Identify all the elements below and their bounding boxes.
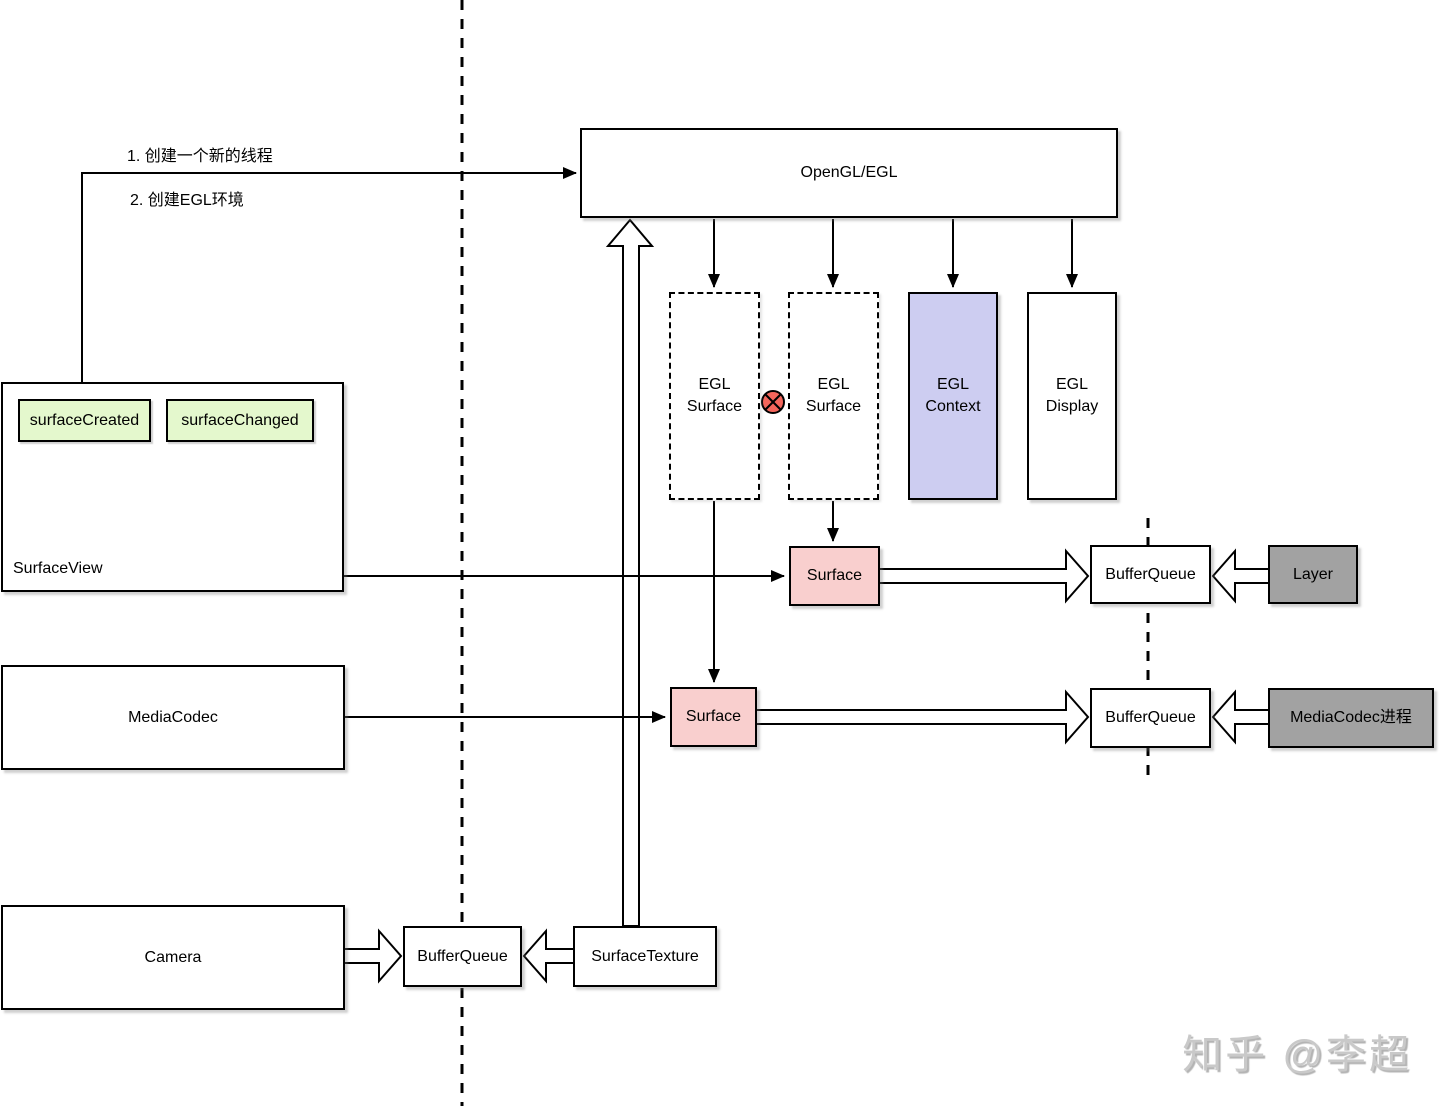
node-surfaceview: surfaceCreated surfaceChanged SurfaceVie… xyxy=(1,382,344,592)
node-surface-top-label: Surface xyxy=(806,567,863,585)
watermark: 知乎 @李超 xyxy=(1182,1033,1412,1077)
node-surface-mid: Surface xyxy=(670,687,757,747)
node-mediacodec: MediaCodec xyxy=(1,665,345,770)
node-surface-top: Surface xyxy=(789,546,880,606)
arrow-surfaceview-to-opengl xyxy=(81,167,577,397)
node-surfacechanged-label: surfaceChanged xyxy=(181,411,299,429)
node-surfacecreated: surfaceCreated xyxy=(18,399,151,442)
hollow-arrow-surfacetexture-to-opengl xyxy=(605,218,655,927)
node-surfacetexture-label: SurfaceTexture xyxy=(591,947,699,965)
hollow-arrow-surface-to-bufferqueue-top xyxy=(877,548,1090,604)
hollow-arrow-surfacetexture-to-bufferqueue-bottom xyxy=(522,928,576,984)
node-bufferqueue-mid: BufferQueue xyxy=(1090,688,1211,748)
node-bufferqueue-bottom-label: BufferQueue xyxy=(417,947,508,965)
node-egl-surface-right-label: EGL Surface xyxy=(805,376,862,415)
node-opengl-egl: OpenGL/EGL xyxy=(580,128,1118,218)
node-camera-label: Camera xyxy=(144,948,202,966)
node-layer-label: Layer xyxy=(1292,565,1334,583)
node-egl-context-label: EGL Context xyxy=(925,376,981,415)
node-mediacodec-label: MediaCodec xyxy=(128,708,218,726)
node-bufferqueue-mid-label: BufferQueue xyxy=(1105,709,1196,727)
node-mediacodec-process-label: MediaCodec进程 xyxy=(1290,709,1412,727)
node-bufferqueue-bottom: BufferQueue xyxy=(403,926,522,987)
annotation-step2: 2. 创建EGL环境 xyxy=(130,192,244,209)
hollow-arrow-layer-to-bufferqueue-top xyxy=(1211,548,1271,604)
node-egl-display-label: EGL Display xyxy=(1045,376,1099,415)
node-surfacechanged: surfaceChanged xyxy=(166,399,314,442)
node-bufferqueue-top-label: BufferQueue xyxy=(1105,565,1196,583)
node-surfacetexture: SurfaceTexture xyxy=(573,926,717,987)
node-egl-surface-left: EGL Surface xyxy=(669,292,760,500)
crossed-circle-icon xyxy=(761,390,785,414)
annotation-step1: 1. 创建一个新的线程 xyxy=(127,148,273,165)
hollow-arrow-camera-to-bufferqueue-bottom xyxy=(342,928,403,984)
node-layer: Layer xyxy=(1268,545,1358,604)
node-egl-display: EGL Display xyxy=(1027,292,1117,500)
node-egl-context: EGL Context xyxy=(908,292,998,500)
node-egl-surface-left-label: EGL Surface xyxy=(686,376,743,415)
node-surfacecreated-label: surfaceCreated xyxy=(29,411,140,429)
node-surface-mid-label: Surface xyxy=(685,708,742,726)
hollow-arrow-surface-to-bufferqueue-mid xyxy=(754,689,1090,745)
node-surfaceview-label: SurfaceView xyxy=(13,560,103,578)
node-opengl-egl-label: OpenGL/EGL xyxy=(800,164,898,182)
node-bufferqueue-top: BufferQueue xyxy=(1090,545,1211,604)
node-camera: Camera xyxy=(1,905,345,1010)
node-mediacodec-process: MediaCodec进程 xyxy=(1268,688,1434,748)
node-egl-surface-right: EGL Surface xyxy=(788,292,879,500)
hollow-arrow-mediacodecprocess-to-bufferqueue-mid xyxy=(1211,689,1271,745)
